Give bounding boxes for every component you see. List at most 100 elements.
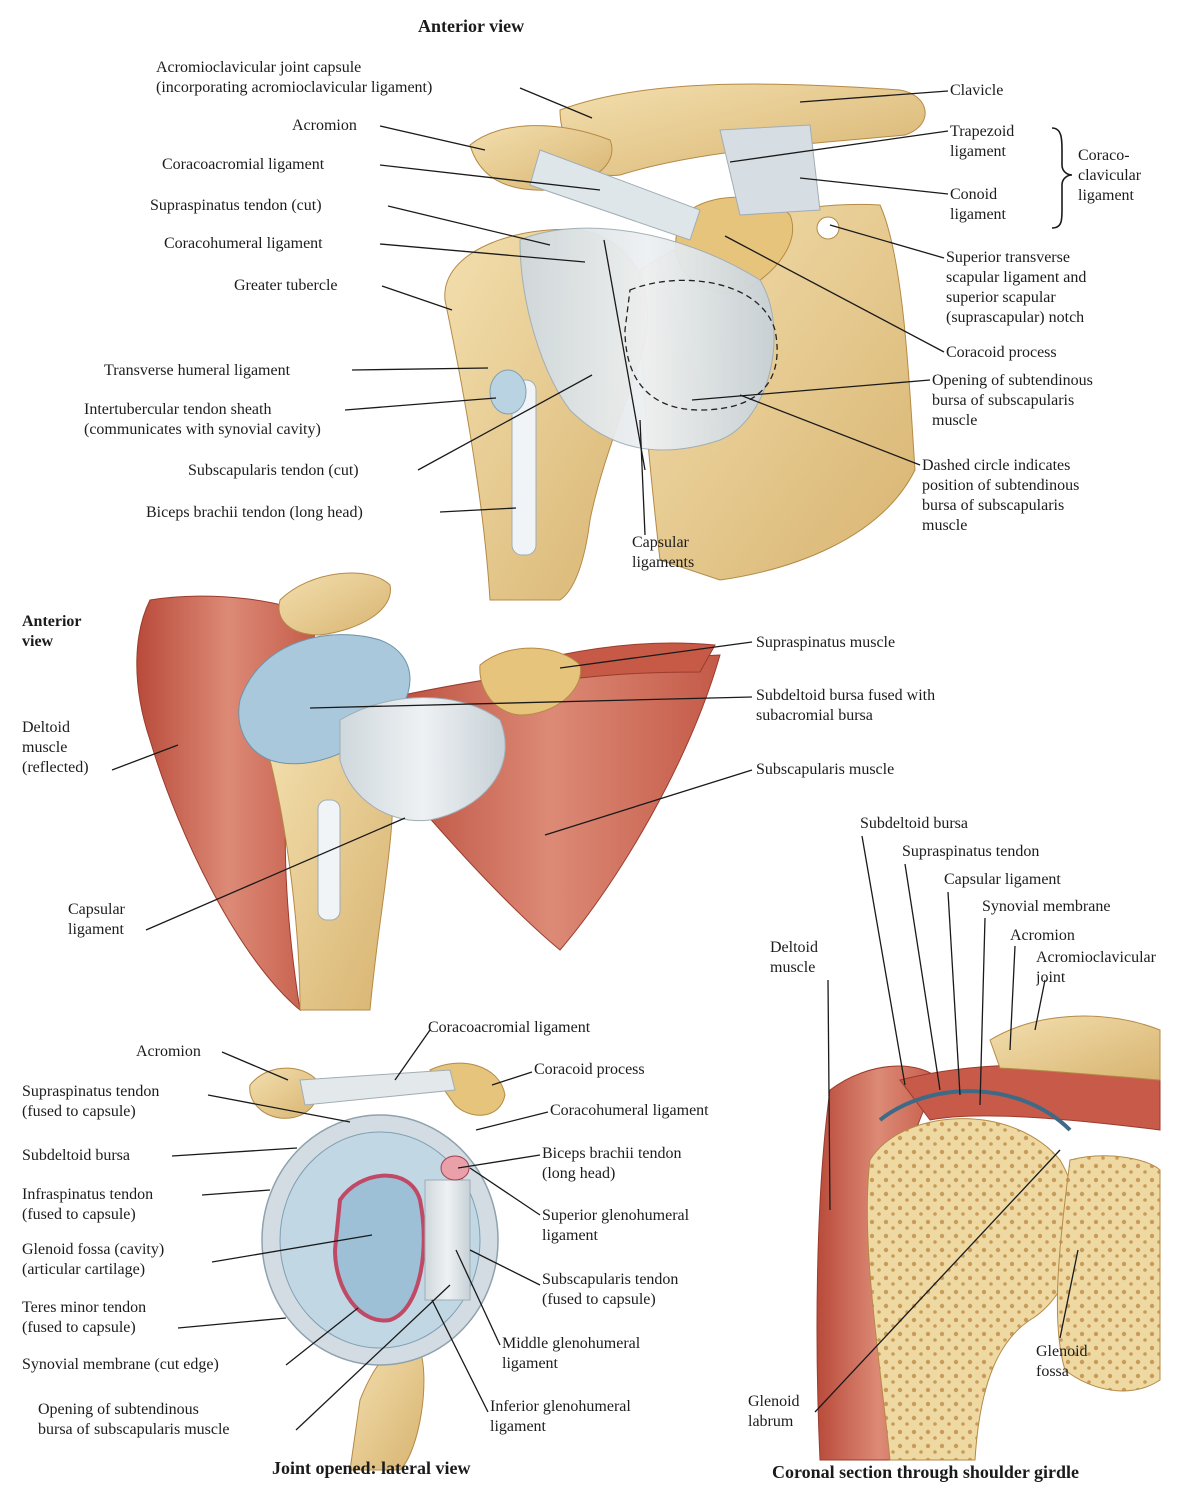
label-inferior-gh: Inferior glenohumeral ligament <box>490 1397 631 1437</box>
label-line: Infraspinatus tendon <box>22 1186 154 1203</box>
label-deltoid-reflected: Deltoid muscle (reflected) <box>22 718 89 778</box>
label-opening-bursa: Opening of subtendinous bursa of subscap… <box>932 371 1093 431</box>
label-line: ligament <box>1078 187 1134 204</box>
label-subdeltoid-fused: Subdeltoid bursa fused with subacromial … <box>756 686 935 726</box>
scapula-coronal <box>1056 1155 1161 1392</box>
label-line: bursa of subscapularis <box>922 497 1065 514</box>
coracoacromial-ligament-shape <box>529 149 701 241</box>
label-line: scapular ligament and <box>946 269 1087 286</box>
title-lateral: Joint opened: lateral view <box>272 1458 471 1478</box>
label-clavicle: Clavicle <box>950 82 1004 99</box>
biceps-lateral <box>440 1155 470 1181</box>
label-line: ligament <box>950 206 1006 223</box>
label-coracoclavicular: Coraco- clavicular ligament <box>1078 146 1141 206</box>
label-line: ligament <box>490 1418 546 1435</box>
label-line: Intertubercular tendon sheath <box>84 401 272 418</box>
label-line: ligament <box>502 1355 558 1372</box>
label-line: Inferior glenohumeral <box>490 1398 631 1415</box>
label-glenoid-labrum: Glenoid labrum <box>748 1392 800 1432</box>
label-line: clavicular <box>1078 167 1142 184</box>
label-coracoacromial-lateral: Coracoacromial ligament <box>428 1019 591 1036</box>
label-greater-tubercle: Greater tubercle <box>234 277 338 294</box>
label-line: muscle <box>932 412 978 429</box>
label-line: Deltoid <box>770 939 818 956</box>
joint-capsule <box>519 227 775 451</box>
label-supraspinatus-coronal: Supraspinatus tendon <box>902 843 1040 860</box>
label-coracoid-process: Coracoid process <box>946 344 1057 361</box>
label-line: Supraspinatus tendon <box>22 1083 160 1100</box>
label-line: (fused to capsule) <box>542 1291 656 1308</box>
label-line: Acromioclavicular <box>1036 949 1156 966</box>
label-line: ligament <box>542 1227 598 1244</box>
title-top-anterior: Anterior view <box>418 16 525 36</box>
title-coronal: Coronal section through shoulder girdle <box>772 1462 1080 1482</box>
coracoacromial-lateral <box>299 1069 456 1106</box>
label-conoid: Conoid ligament <box>950 185 1006 225</box>
leader-lines <box>111 87 1079 1431</box>
label-trapezoid: Trapezoid ligament <box>950 122 1014 162</box>
label-line: Capsular <box>68 901 125 918</box>
label-middle-gh: Middle glenohumeral ligament <box>502 1334 640 1374</box>
top-anterior-illustration <box>444 83 926 601</box>
tendon-sheath-shape <box>489 369 527 415</box>
bursa-dashed-circle <box>624 279 778 411</box>
label-line: (fused to capsule) <box>22 1103 136 1120</box>
label-line: Capsular <box>632 534 689 551</box>
label-line: Superior transverse <box>946 249 1070 266</box>
label-line: Glenoid <box>1036 1343 1088 1360</box>
label-line: (long head) <box>542 1165 616 1182</box>
label-supraspinatus-muscle: Supraspinatus muscle <box>756 634 896 651</box>
label-line: (reflected) <box>22 759 89 776</box>
coracoclavicular-bracket <box>1051 127 1073 229</box>
label-line: ligaments <box>632 554 695 571</box>
coracoclavicular-ligament-shape <box>719 124 821 216</box>
label-capsular-ligaments: Capsular ligaments <box>632 533 694 573</box>
label-supraspinatus-lateral: Supraspinatus tendon (fused to capsule) <box>22 1082 159 1122</box>
label-line: Conoid <box>950 186 998 203</box>
label-ac-capsule: Acromioclavicular joint capsule (incorpo… <box>156 58 432 98</box>
label-acromion-lateral: Acromion <box>136 1043 201 1060</box>
label-coracohumeral: Coracohumeral ligament <box>164 235 323 252</box>
label-capsular-coronal: Capsular ligament <box>944 871 1061 888</box>
label-line: superior scapular <box>946 289 1056 306</box>
label-acromion-coronal: Acromion <box>1010 927 1075 944</box>
label-line: Trapezoid <box>950 123 1015 140</box>
synovial-arc <box>878 1089 1072 1132</box>
label-glenoid-fossa-lateral: Glenoid fossa (cavity) (articular cartil… <box>22 1240 164 1280</box>
label-subscapularis-tendon: Subscapularis tendon (cut) <box>188 462 359 479</box>
label-ac-joint-coronal: Acromioclavicular joint <box>1036 948 1176 988</box>
label-line: (communicates with synovial cavity) <box>84 421 321 438</box>
label-glenoid-fossa-coronal: Glenoid fossa <box>1036 1342 1088 1382</box>
label-line: bursa of subscapularis <box>932 392 1075 409</box>
lateral-illustration <box>249 1062 506 1471</box>
label-line: ligament <box>68 921 124 938</box>
label-subdeltoid-lateral: Subdeltoid bursa <box>22 1147 130 1164</box>
label-line: bursa of subscapularis muscle <box>38 1421 230 1438</box>
humeral-head-coronal <box>866 1118 1078 1461</box>
label-line: Glenoid fossa (cavity) <box>22 1241 165 1258</box>
label-acromion: Acromion <box>292 117 357 134</box>
label-subscapularis-muscle: Subscapularis muscle <box>756 761 895 778</box>
label-line: muscle <box>922 517 968 534</box>
subscapularis-tendon-lateral <box>424 1179 471 1301</box>
label-coracoacromial: Coracoacromial ligament <box>162 156 325 173</box>
label-line: Glenoid <box>748 1393 800 1410</box>
label-line: Teres minor tendon <box>22 1299 147 1316</box>
label-line: Opening of subtendinous <box>38 1401 199 1418</box>
label-line: Deltoid <box>22 719 70 736</box>
label-line: labrum <box>748 1413 794 1430</box>
label-capsular-ligament-middle: Capsular ligament <box>68 900 125 940</box>
label-biceps-lateral: Biceps brachii tendon (long head) <box>542 1144 682 1184</box>
acromion-coronal <box>989 1015 1161 1081</box>
label-line: position of subtendinous <box>922 477 1080 494</box>
label-coracohumeral-lateral: Coracohumeral ligament <box>550 1102 709 1119</box>
label-infraspinatus: Infraspinatus tendon (fused to capsule) <box>22 1185 153 1225</box>
label-line: (fused to capsule) <box>22 1319 136 1336</box>
coronal-illustration <box>816 1015 1161 1461</box>
title-middle-anterior: Anterior view <box>22 612 112 652</box>
label-intertubercular: Intertubercular tendon sheath (communica… <box>84 400 321 440</box>
label-coracoid-lateral: Coracoid process <box>534 1061 645 1078</box>
label-synovial-coronal: Synovial membrane <box>982 898 1111 915</box>
label-line: Biceps brachii tendon <box>542 1145 682 1162</box>
